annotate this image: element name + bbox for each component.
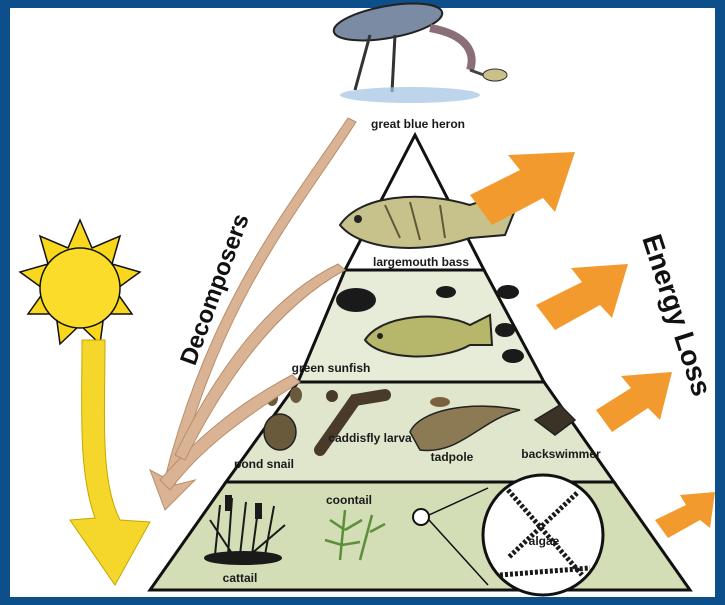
cattail-label: cattail xyxy=(223,571,258,585)
bass-label: largemouth bass xyxy=(373,255,469,269)
algae-label: algae xyxy=(529,534,560,548)
backswimmer-label: backswimmer xyxy=(521,447,601,461)
coontail-label: coontail xyxy=(326,493,372,507)
caddisfly-label: caddisfly larva xyxy=(328,431,412,445)
snail-label: pond snail xyxy=(234,457,294,471)
sunfish-label: green sunfish xyxy=(292,361,371,375)
heron-label: great blue heron xyxy=(371,117,465,131)
tadpole-label: tadpole xyxy=(431,450,474,464)
